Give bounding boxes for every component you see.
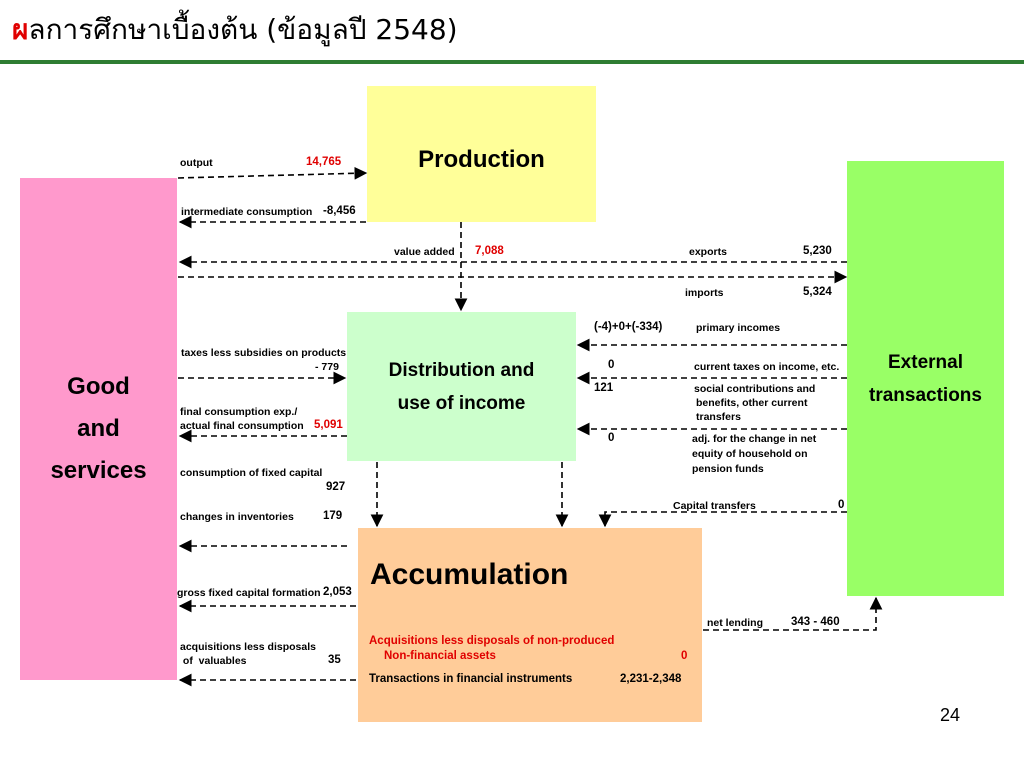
external-line2: transactions <box>869 384 982 406</box>
page-number: 24 <box>940 705 961 725</box>
imports-label: imports <box>685 287 724 299</box>
social-value: 121 <box>594 382 614 394</box>
valuables-label-1: acquisitions less disposals <box>180 641 316 653</box>
net-lending-label: net lending <box>707 617 763 629</box>
financial-label: Transactions in financial instruments <box>369 673 573 685</box>
primary-value: (-4)+0+(-334) <box>594 321 663 333</box>
distribution-line2: use of income <box>397 392 526 414</box>
production-box: Production <box>367 86 596 222</box>
final-label-1: final consumption exp./ <box>180 406 298 418</box>
social-label-3: transfers <box>696 411 741 423</box>
intermediate-label: intermediate consumption <box>181 206 313 218</box>
title-accent: ผ <box>12 13 29 46</box>
gfcf-value: 2,053 <box>323 586 352 598</box>
intermediate-value: -8,456 <box>323 205 356 217</box>
good-line1: Good <box>67 373 130 400</box>
social-label-1: social contributions and <box>694 383 816 395</box>
valuables-label-2: of valuables <box>180 655 247 667</box>
nonproduced-value: 0 <box>681 650 688 662</box>
inventories-value: 179 <box>323 510 343 522</box>
inventories-label: changes in inventories <box>180 511 294 523</box>
output-arrow <box>177 166 368 180</box>
output-value: 14,765 <box>306 156 342 168</box>
fixed-capital-label: consumption of fixed capital <box>180 467 323 479</box>
accumulation-title: Accumulation <box>370 558 569 591</box>
good-line3: services <box>50 457 147 484</box>
social-label-2: benefits, other current <box>696 397 808 409</box>
exports-value: 5,230 <box>803 245 832 257</box>
fixed-capital-value: 927 <box>326 481 346 493</box>
valuables-value: 35 <box>328 654 341 666</box>
gfcf-label: gross fixed capital formation <box>177 587 321 599</box>
capital-transfers-label: Capital transfers <box>673 500 756 512</box>
output-label: output <box>180 157 213 169</box>
capital-transfers-arrow <box>598 511 847 528</box>
final-label-2: actual final consumption <box>180 420 304 432</box>
net-lending-arrow <box>703 596 883 631</box>
adj-value: 0 <box>608 432 615 444</box>
adj-label-2: equity of household on <box>692 448 808 460</box>
nonproduced-label-1: Acquisitions less disposals of non-produ… <box>369 635 615 647</box>
adj-label-1: adj. for the change in net <box>692 433 817 445</box>
exports-label: exports <box>689 246 727 258</box>
external-line1: External <box>888 351 963 373</box>
nonproduced-label-2: Non-financial assets <box>384 650 496 662</box>
current-taxes-label: current taxes on income, etc. <box>694 361 840 373</box>
production-label: Production <box>418 146 545 173</box>
financial-value: 2,231-2,348 <box>620 673 682 685</box>
value-added-value: 7,088 <box>475 245 504 257</box>
external-transactions-box: External transactions <box>847 161 1004 596</box>
accumulation-box: Accumulation Acquisitions less disposals… <box>358 528 702 722</box>
title-text: ลการศึกษาเบื้องต้น (ข้อมูลปี 2548) <box>28 13 458 46</box>
taxes-value: - 779 <box>315 361 339 373</box>
net-lending-value: 343 - 460 <box>791 616 840 628</box>
capital-transfers-value: 0 <box>838 499 845 511</box>
current-taxes-value: 0 <box>608 359 615 371</box>
title-divider <box>0 60 1024 64</box>
imports-value: 5,324 <box>803 286 832 298</box>
page-title: ผลการศึกษาเบื้องต้น (ข้อมูลปี 2548) <box>12 12 458 48</box>
final-value: 5,091 <box>314 419 343 431</box>
taxes-label: taxes less subsidies on products <box>181 347 347 359</box>
distribution-line1: Distribution and <box>388 359 535 381</box>
good-and-services-box: Good and services <box>20 178 177 680</box>
primary-label: primary incomes <box>696 322 781 334</box>
adj-label-3: pension funds <box>692 463 764 475</box>
good-line2: and <box>77 415 120 442</box>
distribution-box: Distribution and use of income <box>347 312 576 461</box>
value-added-label: value added <box>394 246 455 258</box>
